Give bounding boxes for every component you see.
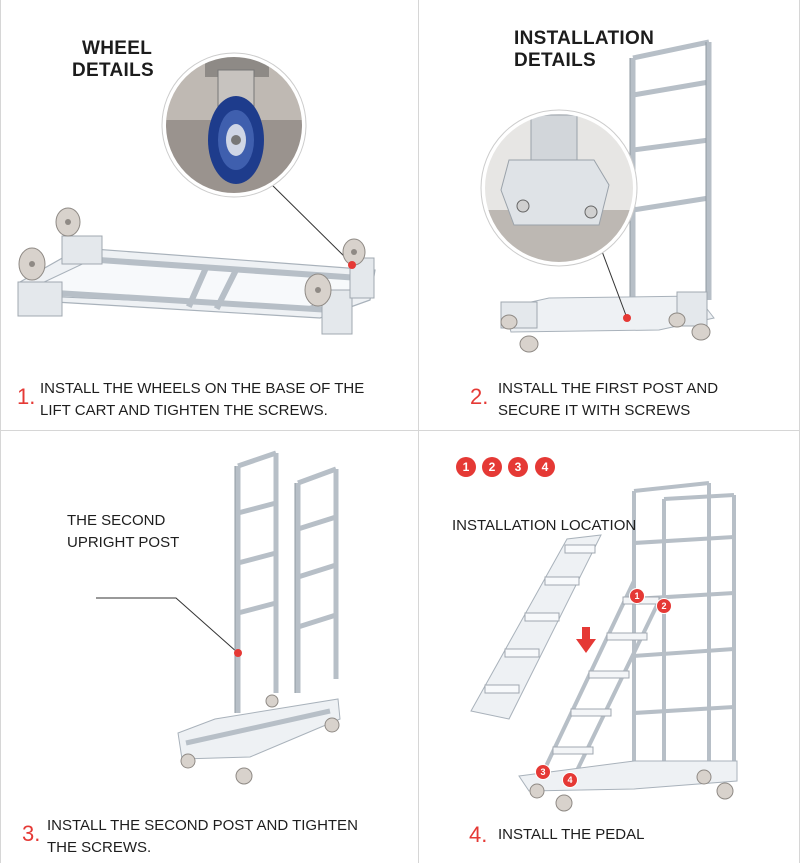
panel-pedal: 1 2 3 4 [419,431,800,863]
wheel-caption: INSTALL THE WHEELS ON THE BASE OF THE LI… [40,378,364,422]
installation-details-title: INSTALLATION DETAILS [514,28,654,72]
pedal-marker-1: 1 [629,588,645,604]
pedal-marker-2: 2 [656,598,672,614]
installation-caption: INSTALL THE FIRST POST AND SECURE IT WIT… [498,378,718,422]
wheel-caption-line2: LIFT CART AND TIGHTEN THE SCREWS. [40,402,328,419]
installation-location-label: INSTALLATION LOCATION [452,517,637,534]
installation-caption-line2: SECURE IT WITH SCREWS [498,402,691,419]
outer-border-left [0,0,1,863]
installation-title-line1: INSTALLATION [514,28,655,49]
wheel-base-illustration [17,52,376,335]
pedal-marker-3: 3 [535,764,551,780]
pedal-badge-4: 4 [535,457,555,477]
pedal-direction-arrow [576,627,596,653]
step-number-2: 2. [470,384,489,409]
step-number-4: 4. [469,822,488,847]
second-post-label: THE SECOND UPRIGHT POST [67,510,179,554]
step-number-1: 1. [17,384,36,409]
panel-wheel-details: WHEEL DETAILS [0,0,418,430]
second-post-caption-line1: INSTALL THE SECOND POST AND TIGHTEN [47,817,358,834]
second-post-marker-dot [234,649,242,657]
second-post-caption-line2: THE SCREWS. [47,839,152,856]
pedal-badge-3: 3 [508,457,528,477]
wheel-caption-line1: INSTALL THE WHEELS ON THE BASE OF THE [40,380,365,397]
wheel-marker-dot [348,261,356,269]
panel-installation-details: INSTALLATION DETAILS 2. INSTALL THE FIRS… [419,0,800,430]
second-post-label-line1: THE SECOND [67,512,166,529]
wheel-title-line2: DETAILS [72,60,154,81]
step-number-3: 3. [22,821,41,846]
pedal-illustration [470,481,738,812]
installation-title-line2: DETAILS [514,50,596,71]
pedal-badge-2: 2 [482,457,502,477]
installation-caption-line1: INSTALL THE FIRST POST AND [498,380,719,397]
wheel-details-title: WHEEL DETAILS [72,38,154,82]
post-marker-dot [623,314,631,322]
vertical-divider [418,0,419,863]
wheel-title-line1: WHEEL [82,38,153,59]
pedal-caption: INSTALL THE PEDAL [498,826,645,843]
second-post-illustration [96,450,341,785]
pedal-badge-1: 1 [456,457,476,477]
horizontal-divider [0,430,800,431]
pedal-marker-4: 4 [562,772,578,788]
panel-second-post: THE SECOND UPRIGHT POST [0,431,418,863]
second-post-label-line2: UPRIGHT POST [67,534,180,551]
second-post-caption: INSTALL THE SECOND POST AND TIGHTEN THE … [47,815,358,859]
first-post-illustration [480,39,715,353]
